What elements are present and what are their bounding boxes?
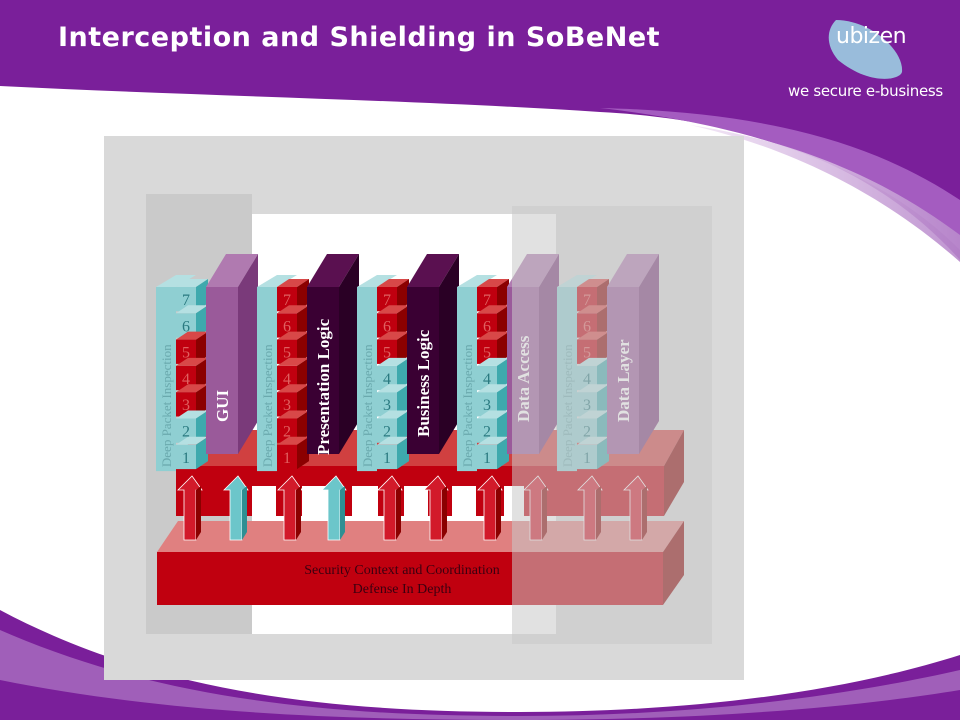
osi-layer-block: 3: [277, 384, 309, 417]
up-arrow: [321, 475, 347, 541]
osi-layer-number: 4: [283, 371, 291, 388]
osi-layer-block: 7: [477, 279, 509, 312]
osi-layer-number: 2: [383, 424, 391, 441]
osi-layer-block: 5: [377, 331, 409, 364]
osi-layer-number: 7: [483, 292, 491, 309]
osi-layer-number: 1: [383, 450, 391, 467]
osi-layer-block: 4: [277, 357, 309, 391]
inspection-label: Deep Packet Inspection: [159, 344, 174, 467]
osi-layer-block: 6: [277, 305, 309, 338]
osi-layer-number: 6: [182, 318, 190, 335]
osi-layer-number: 7: [383, 292, 391, 309]
osi-layer-number: 1: [283, 450, 291, 467]
osi-layer-number: 6: [483, 318, 491, 335]
header-band: [0, 0, 960, 260]
osi-layer-block: 6: [477, 305, 509, 338]
osi-layer-block: 3: [377, 384, 409, 417]
up-arrow: [177, 475, 203, 541]
osi-layer-number: 5: [383, 345, 391, 362]
tier-block-3: Business Logic: [407, 254, 459, 454]
osi-layer-block: 5: [477, 331, 509, 364]
osi-layer-number: 5: [182, 345, 190, 362]
osi-layer-block: 1: [377, 436, 409, 470]
osi-layer-block: 1: [277, 436, 309, 470]
tier-stack-2: Deep Packet Inspection 7 6 5 4 3 2 1 Presentatio…: [257, 254, 359, 472]
osi-layer-number: 7: [283, 292, 291, 309]
osi-layer-number: 1: [483, 450, 491, 467]
osi-layer-block: 4: [377, 357, 409, 391]
ubizen-logo: ubizen: [836, 24, 907, 49]
osi-layer-block: 4: [477, 357, 509, 391]
header-swoosh-light: [600, 108, 960, 250]
osi-layer-number: 6: [283, 318, 291, 335]
osi-layer-number: 5: [283, 345, 291, 362]
osi-layer-block: 6: [176, 305, 208, 338]
osi-layer-block: 5: [277, 331, 309, 364]
osi-layer-number: 6: [383, 318, 391, 335]
tier-label: Business Logic: [414, 329, 433, 437]
tier-label: GUI: [213, 390, 232, 423]
inspection-label: Deep Packet Inspection: [360, 344, 375, 467]
tier-label: Presentation Logic: [314, 318, 333, 455]
footer-band: [0, 610, 960, 720]
osi-layer-block: 6: [377, 305, 409, 338]
logo-tagline: we secure e-business: [788, 82, 943, 100]
osi-layer-number: 4: [182, 371, 190, 388]
tier-block-2: Presentation Logic: [307, 254, 359, 455]
inspection-label: Deep Packet Inspection: [460, 344, 475, 467]
osi-layer-number: 7: [182, 292, 190, 309]
security-context-line1: Security Context and Coordination: [304, 563, 500, 578]
security-context-line2: Defense In Depth: [353, 582, 452, 597]
osi-layer-number: 3: [283, 397, 291, 414]
right-gray-overlay: [512, 206, 712, 644]
osi-layer-block: 3: [176, 384, 208, 417]
osi-layer-number: 4: [483, 371, 491, 388]
osi-layer-number: 4: [383, 371, 391, 388]
osi-layer-number: 3: [483, 397, 491, 414]
up-arrow: [477, 475, 503, 541]
osi-layer-block: 1: [176, 436, 208, 470]
osi-layer-number: 3: [383, 397, 391, 414]
osi-layer-number: 2: [483, 424, 491, 441]
osi-layer-block: 7: [176, 279, 208, 312]
up-arrow: [223, 475, 249, 541]
osi-layer-block: 2: [277, 410, 309, 443]
osi-layer-number: 2: [283, 424, 291, 441]
osi-layer-block: 1: [477, 436, 509, 470]
osi-layer-block: 2: [176, 410, 208, 443]
osi-layer-number: 2: [182, 424, 190, 441]
osi-layer-number: 1: [182, 450, 190, 467]
inspection-label: Deep Packet Inspection: [260, 344, 275, 467]
tier-block-1: GUI: [206, 254, 258, 454]
up-arrow: [423, 475, 449, 541]
tier-stack-1: Deep Packet Inspection 7 6 5 4 3 2 1 GUI: [156, 254, 258, 472]
tier-stack-3: Deep Packet Inspection 7 6 5 4 3 2 1 Business Lo…: [357, 254, 459, 472]
osi-layer-number: 3: [182, 397, 190, 414]
slide-title: Interception and Shielding in SoBeNet: [58, 22, 661, 53]
osi-layer-block: 4: [176, 357, 208, 391]
up-arrow: [377, 475, 403, 541]
up-arrow: [277, 475, 303, 541]
osi-layer-block: 2: [377, 410, 409, 443]
osi-layer-block: 3: [477, 384, 509, 417]
osi-layer-block: 5: [176, 331, 208, 364]
osi-layer-block: 7: [377, 279, 409, 312]
osi-layer-block: 2: [477, 410, 509, 443]
osi-layer-block: 7: [277, 279, 309, 312]
osi-layer-number: 5: [483, 345, 491, 362]
logo-drop-icon: [828, 20, 903, 79]
